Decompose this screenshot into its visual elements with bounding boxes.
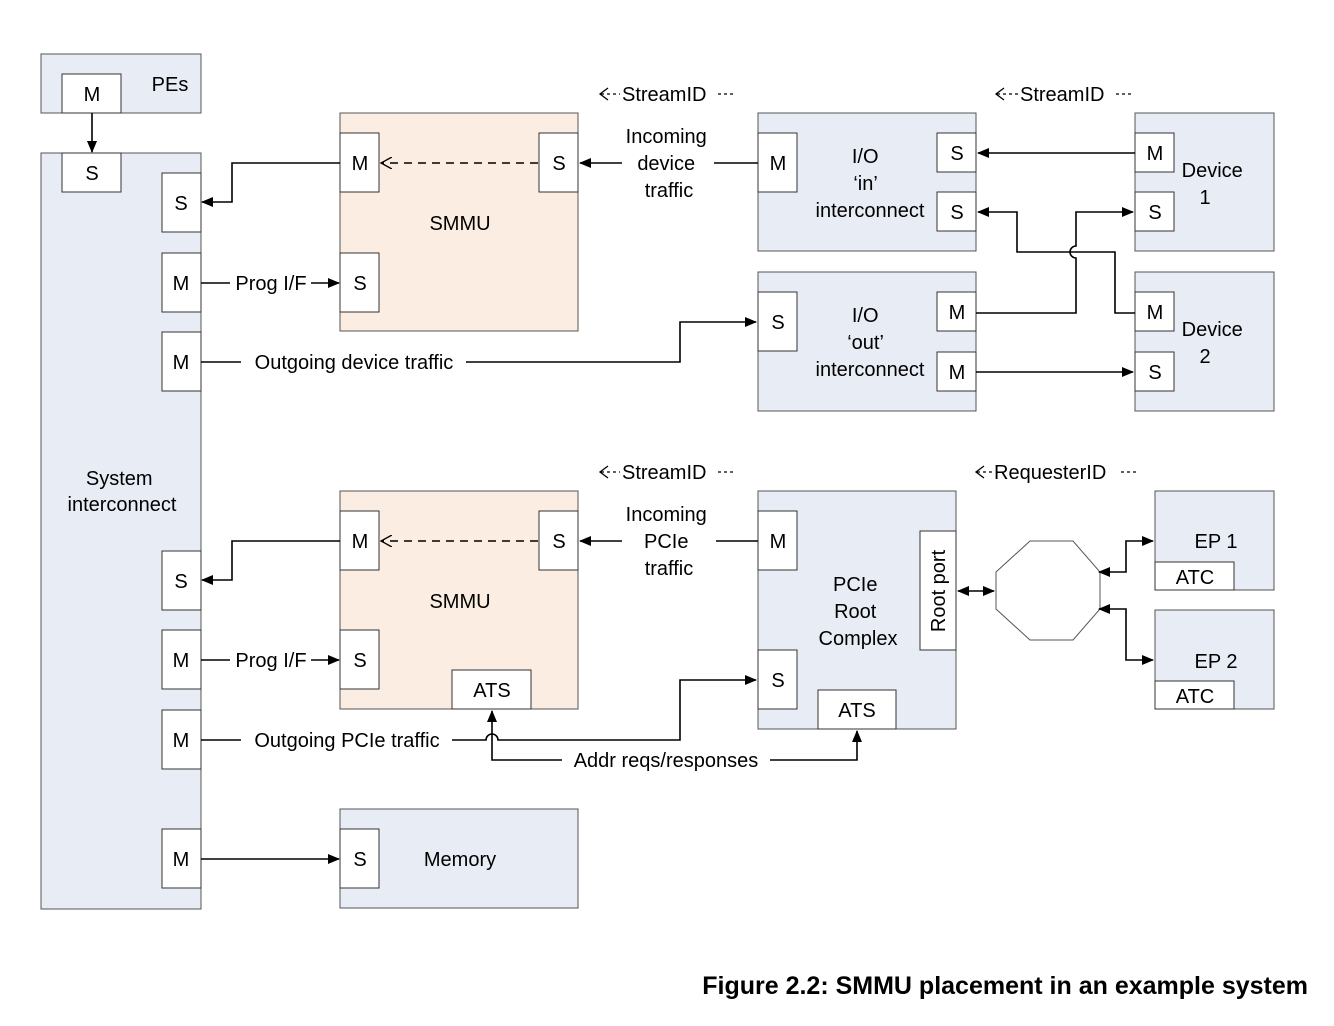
svg-text:S: S [950, 143, 963, 165]
svg-text:S: S [950, 202, 963, 224]
streamid-label-bottom: StreamID [598, 462, 736, 484]
svg-text:M: M [352, 531, 369, 553]
memory-block: Memory [339, 808, 579, 909]
svg-text:S: S [353, 849, 366, 871]
svg-text:S: S [771, 312, 784, 334]
smmu-top-block: SMMU [339, 112, 579, 332]
pes-label: PEs [152, 74, 189, 96]
prog-if-label-bottom: Prog I/F [235, 650, 306, 672]
svg-text:S: S [353, 650, 366, 672]
svg-text:S: S [1148, 362, 1161, 384]
io-in-label: I/O ‘in’ interconnect [816, 146, 925, 222]
device1-label: Device 1 [1182, 160, 1249, 209]
svg-text:M: M [173, 730, 190, 752]
memory-label: Memory [424, 849, 496, 871]
outgoing-pcie-traffic-label: Outgoing PCIe traffic [254, 730, 439, 752]
svg-text:S: S [174, 193, 187, 215]
svg-text:StreamID: StreamID [622, 84, 706, 106]
system-interconnect-label: System interconnect [68, 468, 177, 516]
svg-text:M: M [1147, 143, 1164, 165]
svg-text:M: M [770, 153, 787, 175]
svg-text:S: S [85, 163, 98, 185]
svg-text:M: M [949, 302, 966, 324]
smmu-top-label: SMMU [429, 213, 490, 235]
svg-text:ATS: ATS [838, 700, 875, 722]
device2-label: Device 2 [1182, 319, 1249, 368]
svg-text:M: M [770, 531, 787, 553]
svg-text:S: S [552, 531, 565, 553]
requesterid-label: RequesterID [974, 462, 1138, 484]
figure-caption: Figure 2.2: SMMU placement in an example… [702, 972, 1308, 1000]
svg-text:ATS: ATS [473, 680, 510, 702]
root-port: Root port [919, 530, 957, 651]
connections [87, 113, 1154, 864]
svg-text:S: S [552, 153, 565, 175]
ep2-label: EP 2 [1195, 651, 1238, 673]
svg-text:M: M [173, 650, 190, 672]
svg-text:S: S [771, 670, 784, 692]
svg-text:M: M [1147, 302, 1164, 324]
system-interconnect-block: System interconnect [40, 152, 202, 910]
ep2-block: EP 2 ATC [1154, 609, 1275, 710]
svg-text:StreamID: StreamID [622, 462, 706, 484]
prog-if-label-top: Prog I/F [235, 273, 306, 295]
outgoing-device-traffic-label: Outgoing device traffic [255, 352, 454, 374]
pcie-switch-octagon [995, 540, 1101, 641]
incoming-pcie-traffic-label: Incoming PCIe traffic [626, 504, 713, 580]
svg-text:M: M [173, 273, 190, 295]
ep1-atc-label: ATC [1176, 567, 1215, 589]
svg-text:StreamID: StreamID [1020, 84, 1104, 106]
ep1-block: EP 1 ATC [1154, 490, 1275, 591]
svg-text:M: M [949, 362, 966, 384]
svg-text:M: M [352, 153, 369, 175]
streamid-label-top-left: StreamID [598, 84, 736, 106]
ep1-label: EP 1 [1195, 531, 1238, 553]
ep2-atc-label: ATC [1176, 686, 1215, 708]
svg-text:S: S [1148, 202, 1161, 224]
svg-text:RequesterID: RequesterID [994, 462, 1106, 484]
incoming-device-traffic-label: Incoming device traffic [626, 126, 713, 202]
addr-reqs-label: Addr reqs/responses [574, 750, 759, 772]
svg-text:M: M [173, 849, 190, 871]
smmu-bottom-label: SMMU [429, 591, 490, 613]
pcie-root-complex-label: PCIe Root Complex [819, 574, 898, 650]
svg-text:S: S [174, 571, 187, 593]
io-out-label: I/O ‘out’ interconnect [816, 305, 925, 381]
svg-text:M: M [84, 84, 101, 106]
streamid-label-top-right: StreamID [994, 84, 1134, 106]
svg-text:M: M [173, 352, 190, 374]
svg-text:S: S [353, 273, 366, 295]
root-port-label: Root port [928, 549, 950, 632]
